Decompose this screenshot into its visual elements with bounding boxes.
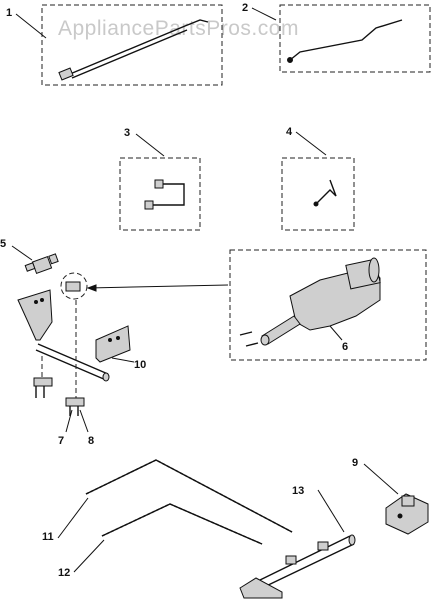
part-3-leader — [135, 133, 165, 157]
callout-4: 4 — [286, 126, 293, 138]
clip-upper — [33, 377, 53, 387]
part-10-left-bracket — [17, 289, 53, 341]
part-5-leader — [11, 245, 33, 261]
part-2-leader — [251, 7, 277, 21]
callout-3: 3 — [124, 127, 130, 139]
part-7-leader — [65, 409, 73, 433]
part-12-group[interactable]: 12 — [58, 503, 263, 579]
part-4-leader — [295, 131, 327, 156]
callout-8: 8 — [88, 435, 94, 447]
part-1-leader — [15, 13, 47, 39]
part-6-group[interactable]: 6 — [229, 249, 427, 361]
part-13-leader — [317, 489, 345, 533]
part-3-group[interactable]: 3 — [119, 127, 201, 231]
part-10-right-bracket — [95, 325, 131, 363]
part-12-leader — [73, 539, 105, 573]
callout-6: 6 — [342, 341, 348, 353]
callout-5: 5 — [0, 238, 6, 250]
part-4-tube — [315, 179, 337, 205]
part-7-8-group[interactable]: 7 8 — [33, 377, 94, 447]
part-4-box — [281, 157, 355, 231]
part-9-leader — [363, 463, 399, 495]
part-9-group[interactable]: 9 — [352, 457, 429, 535]
part-1-box — [41, 4, 223, 86]
part-9-body — [385, 493, 429, 535]
part-5-body — [31, 255, 53, 275]
callout-9: 9 — [352, 457, 358, 469]
callout-13: 13 — [292, 485, 304, 497]
part-11-leader — [57, 497, 89, 539]
callout-2: 2 — [242, 2, 248, 14]
part-13-group[interactable]: 13 — [239, 485, 356, 599]
part-13-pipe — [259, 535, 351, 581]
clip-lower — [65, 397, 85, 407]
part-3-box — [119, 157, 201, 231]
part-6-leader — [329, 325, 343, 341]
part-3-tube — [152, 183, 185, 206]
part-1-fitting — [58, 67, 74, 81]
part-10-crossbar — [37, 343, 109, 375]
callout-12: 12 — [58, 567, 70, 579]
part-11-tube — [85, 459, 293, 533]
part-2-box — [279, 4, 431, 73]
part-1-group[interactable]: 1 — [6, 4, 223, 86]
detail-arrow — [87, 284, 229, 289]
part-6-box — [229, 249, 427, 361]
part-8-leader — [79, 409, 89, 433]
callout-1: 1 — [6, 7, 12, 19]
part-10-group[interactable]: 10 — [17, 289, 146, 382]
callout-11: 11 — [42, 531, 54, 543]
detail-circle — [60, 272, 88, 300]
part-13-stand — [239, 577, 283, 599]
part-11-group[interactable]: 11 — [42, 459, 293, 543]
part-2-tube — [289, 19, 403, 61]
part-10-leader — [111, 357, 135, 363]
part-2-group[interactable]: 2 — [242, 2, 431, 73]
callout-10: 10 — [134, 359, 146, 371]
part-1-tube — [69, 19, 209, 75]
part-5-group[interactable]: 5 — [0, 238, 59, 275]
part-6-screw — [239, 331, 253, 336]
callout-7: 7 — [58, 435, 64, 447]
part-4-group[interactable]: 4 — [281, 126, 355, 231]
